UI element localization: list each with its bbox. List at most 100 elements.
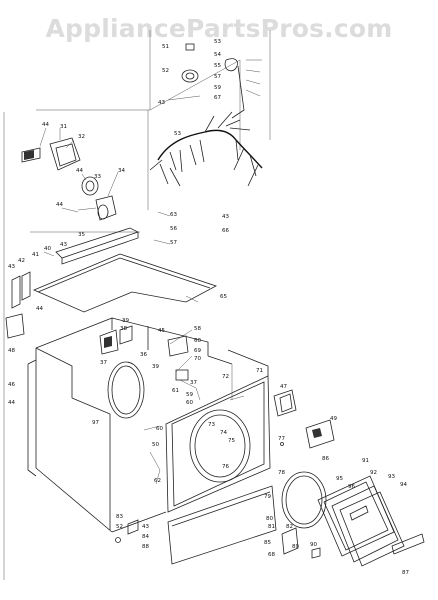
callout-59: 59 bbox=[214, 85, 221, 91]
callout-56: 56 bbox=[170, 226, 177, 232]
callout-92: 92 bbox=[370, 470, 377, 476]
callout-45: 45 bbox=[158, 328, 165, 334]
motor-assembly bbox=[21, 137, 117, 221]
callout-31: 31 bbox=[60, 124, 67, 130]
callout-91: 91 bbox=[362, 458, 369, 464]
callout-43b: 43 bbox=[222, 214, 229, 220]
callout-79: 79 bbox=[264, 494, 271, 500]
callout-39b: 39 bbox=[152, 364, 159, 370]
wire-harness bbox=[149, 59, 263, 187]
callout-74: 74 bbox=[220, 430, 227, 436]
callout-41: 41 bbox=[32, 252, 39, 258]
cabinet bbox=[27, 317, 233, 533]
callout-85: 85 bbox=[264, 540, 271, 546]
callout-34: 34 bbox=[118, 168, 125, 174]
callout-38: 38 bbox=[120, 326, 127, 332]
callout-80: 80 bbox=[266, 516, 273, 522]
callout-72: 72 bbox=[222, 374, 229, 380]
callout-62: 62 bbox=[154, 478, 161, 484]
callout-52a: 52 bbox=[162, 68, 169, 74]
front-panel bbox=[165, 349, 271, 513]
callout-47: 47 bbox=[280, 384, 287, 390]
callout-60a: 60 bbox=[194, 338, 201, 344]
callout-40: 40 bbox=[44, 246, 51, 252]
callout-48: 48 bbox=[8, 348, 15, 354]
upper-guide-lines bbox=[3, 30, 271, 580]
callout-55: 55 bbox=[214, 63, 221, 69]
callout-43c: 43 bbox=[60, 242, 67, 248]
callout-66: 66 bbox=[222, 228, 229, 234]
callout-39a: 39 bbox=[122, 318, 129, 324]
top-channel-bracket bbox=[55, 227, 140, 265]
part-callouts: 51 53 54 55 57 52 59 67 43 53 44 31 32 4… bbox=[8, 39, 409, 576]
callout-44c: 44 bbox=[56, 202, 63, 208]
callout-71: 71 bbox=[256, 368, 263, 374]
callout-49: 49 bbox=[330, 416, 337, 422]
leader-lines bbox=[39, 127, 245, 431]
callout-54: 54 bbox=[214, 52, 221, 58]
callout-52b: 52 bbox=[116, 524, 123, 530]
callout-96: 96 bbox=[348, 484, 355, 490]
left-side-brackets bbox=[5, 271, 31, 339]
callout-68: 68 bbox=[268, 552, 275, 558]
callout-73: 73 bbox=[208, 422, 215, 428]
callout-88: 88 bbox=[142, 544, 149, 550]
callout-37: 37 bbox=[100, 360, 107, 366]
callout-76: 76 bbox=[222, 464, 229, 470]
callout-44d: 44 bbox=[36, 306, 43, 312]
top-small-parts bbox=[167, 43, 238, 101]
callout-51: 51 bbox=[162, 44, 169, 50]
callout-77: 77 bbox=[278, 436, 285, 442]
callout-32: 32 bbox=[78, 134, 85, 140]
callout-33: 33 bbox=[94, 174, 101, 180]
callout-35: 35 bbox=[78, 232, 85, 238]
callout-97: 97 bbox=[92, 420, 99, 426]
callout-37b: 37 bbox=[190, 380, 197, 386]
callout-50: 50 bbox=[152, 442, 159, 448]
cabinet-top-parts bbox=[99, 325, 189, 381]
callout-75: 75 bbox=[228, 438, 235, 444]
callout-58: 58 bbox=[194, 326, 201, 332]
callout-57: 57 bbox=[214, 74, 221, 80]
callout-44a: 44 bbox=[42, 122, 49, 128]
callout-53a: 53 bbox=[214, 39, 221, 45]
bottom-small-parts bbox=[115, 379, 321, 559]
callout-42: 42 bbox=[18, 258, 25, 264]
callout-93: 93 bbox=[388, 474, 395, 480]
callout-60b: 60 bbox=[186, 400, 193, 406]
callout-67: 67 bbox=[214, 95, 221, 101]
callout-61: 61 bbox=[172, 388, 179, 394]
callout-43e: 43 bbox=[142, 524, 149, 530]
callout-82: 82 bbox=[286, 524, 293, 530]
callout-89: 89 bbox=[292, 544, 299, 550]
callout-78: 78 bbox=[278, 470, 285, 476]
callout-81: 81 bbox=[268, 524, 275, 530]
callout-63: 63 bbox=[170, 212, 177, 218]
callout-90: 90 bbox=[310, 542, 317, 548]
callout-70: 70 bbox=[194, 356, 201, 362]
callout-43a: 43 bbox=[158, 100, 165, 106]
top-panel bbox=[32, 253, 218, 313]
callout-44b: 44 bbox=[76, 168, 83, 174]
door-assembly bbox=[317, 475, 425, 567]
kickplate bbox=[167, 485, 277, 565]
callout-46: 46 bbox=[8, 382, 15, 388]
callout-53b: 53 bbox=[174, 131, 181, 137]
callout-43d: 43 bbox=[8, 264, 15, 270]
callout-36: 36 bbox=[140, 352, 147, 358]
callout-69: 69 bbox=[194, 348, 201, 354]
callout-60c: 60 bbox=[156, 426, 163, 432]
hinge-parts bbox=[273, 389, 335, 449]
callout-86: 86 bbox=[322, 456, 329, 462]
callout-65: 65 bbox=[220, 294, 227, 300]
callout-59b: 59 bbox=[186, 392, 193, 398]
callout-44e: 44 bbox=[8, 400, 15, 406]
callout-94: 94 bbox=[400, 482, 407, 488]
callout-57b: 57 bbox=[170, 240, 177, 246]
callout-83: 83 bbox=[116, 514, 123, 520]
door-gasket bbox=[281, 471, 327, 529]
callout-95: 95 bbox=[336, 476, 343, 482]
callout-84: 84 bbox=[142, 534, 149, 540]
callout-87: 87 bbox=[402, 570, 409, 576]
